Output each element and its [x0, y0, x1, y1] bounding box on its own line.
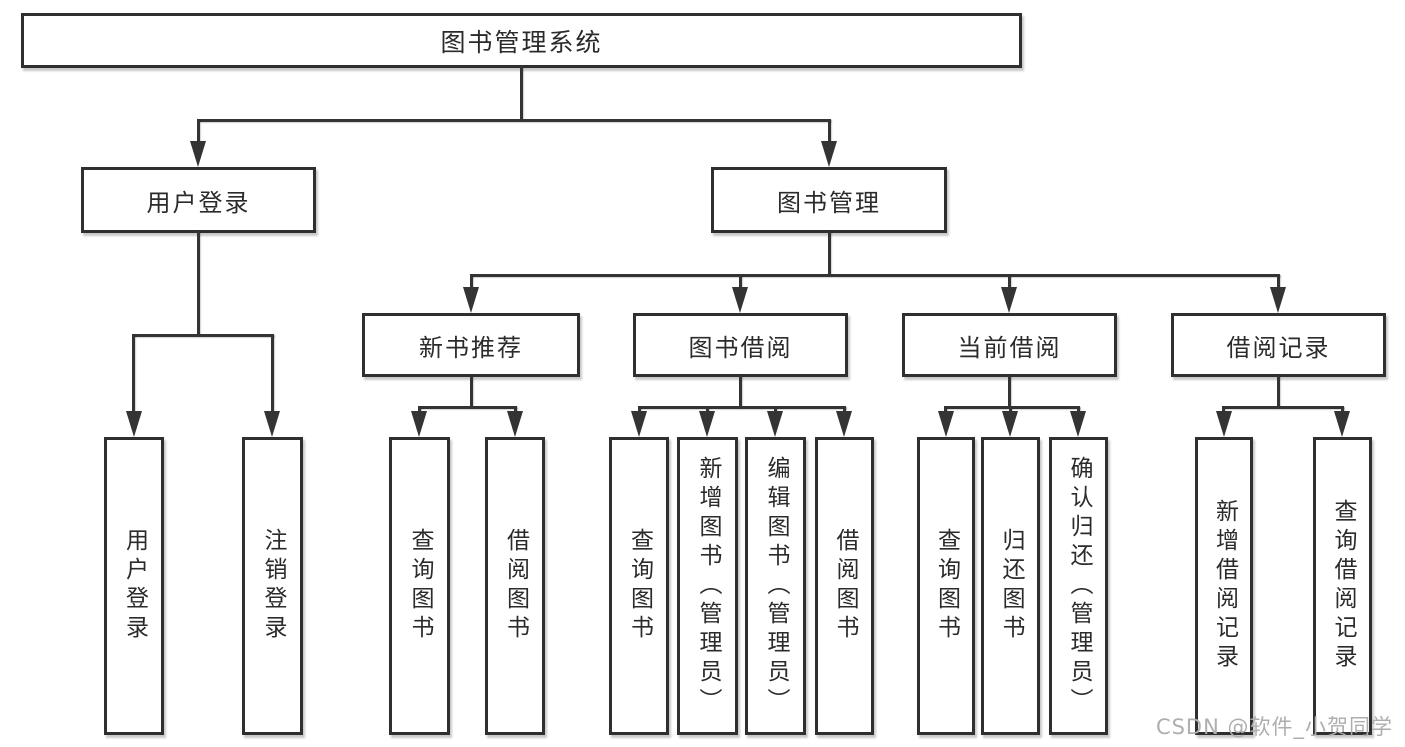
leaf-borrow-borrow-books-label: 借阅图书 [832, 528, 858, 644]
leaf-logout-label: 注销登录 [260, 528, 286, 644]
connector-line [1277, 375, 1280, 408]
connector-line [470, 274, 1280, 277]
leaf-borrow-edit-books-admin-label: 编辑图书（管理员） [763, 455, 789, 717]
node-root-label: 图书管理系统 [440, 27, 603, 57]
leaf-recommend-borrow-books: 借阅图书 [485, 437, 545, 735]
leaf-borrow-query-books: 查询图书 [609, 437, 669, 735]
leaf-current-confirm-return-admin-label: 确认归还（管理员） [1066, 455, 1092, 717]
node-book-management-label: 图书管理 [777, 188, 881, 217]
leaf-current-return-books: 归还图书 [981, 437, 1040, 735]
connector-line [1008, 274, 1011, 290]
arrow-down-icon [463, 287, 479, 313]
arrow-down-icon [1216, 411, 1232, 437]
arrow-down-icon [1001, 287, 1017, 313]
arrow-down-icon [507, 411, 523, 437]
connector-line [271, 334, 274, 413]
node-root: 图书管理系统 [21, 13, 1022, 68]
arrow-down-icon [190, 141, 206, 167]
leaf-records-query-record: 查询借阅记录 [1313, 437, 1372, 735]
node-borrowing-records: 借阅记录 [1171, 313, 1386, 377]
leaf-user-login-label: 用户登录 [121, 528, 148, 644]
arrow-down-icon [821, 141, 837, 167]
watermark: CSDN @软件_小贺同学 [1155, 715, 1393, 739]
connector-line [418, 406, 517, 409]
leaf-recommend-borrow-books-label: 借阅图书 [502, 528, 529, 644]
arrow-down-icon [631, 411, 647, 437]
arrow-down-icon [264, 411, 280, 437]
connector-line [197, 119, 831, 122]
connector-line [638, 406, 846, 409]
leaf-borrow-borrow-books: 借阅图书 [815, 437, 874, 735]
leaf-recommend-query-books: 查询图书 [389, 437, 450, 735]
connector-line [133, 334, 274, 337]
leaf-records-add-record: 新增借阅记录 [1195, 437, 1253, 735]
connector-line [132, 334, 135, 413]
arrow-down-icon [1070, 411, 1086, 437]
leaf-logout: 注销登录 [242, 437, 303, 735]
node-user-login: 用户登录 [81, 167, 316, 233]
connector-line [1008, 375, 1011, 408]
connector-line [197, 231, 200, 336]
node-current-borrowing: 当前借阅 [902, 313, 1117, 377]
leaf-user-login: 用户登录 [104, 437, 164, 735]
node-new-book-recommendation: 新书推荐 [362, 313, 580, 377]
leaf-borrow-add-books-admin-label: 新增图书（管理员） [695, 455, 721, 717]
arrow-down-icon [767, 411, 783, 437]
leaf-current-confirm-return-admin: 确认归还（管理员） [1049, 437, 1108, 735]
arrow-down-icon [938, 411, 954, 437]
node-book-borrowing-label: 图书借阅 [688, 333, 793, 362]
connector-line [1277, 274, 1280, 290]
arrow-down-icon [411, 411, 427, 437]
arrow-down-icon [732, 287, 748, 313]
connector-line [470, 274, 473, 290]
leaf-records-add-record-label: 新增借阅记录 [1211, 499, 1238, 673]
connector-line [828, 119, 831, 145]
connector-line [197, 119, 200, 145]
connector-line [828, 231, 831, 276]
connector-line [470, 375, 473, 408]
leaf-borrow-query-books-label: 查询图书 [626, 528, 653, 644]
connector-line [944, 406, 1080, 409]
node-user-login-label: 用户登录 [146, 188, 251, 217]
connector-line [739, 274, 742, 290]
leaf-recommend-query-books-label: 查询图书 [407, 528, 433, 644]
leaf-current-return-books-label: 归还图书 [998, 528, 1024, 644]
node-borrowing-records-label: 借阅记录 [1226, 333, 1331, 362]
leaf-records-query-record-label: 查询借阅记录 [1330, 499, 1356, 673]
arrow-down-icon [1270, 287, 1286, 313]
connector-line [1222, 406, 1344, 409]
connector-line [739, 375, 742, 408]
arrow-down-icon [699, 411, 715, 437]
leaf-current-query-books: 查询图书 [917, 437, 975, 735]
arrow-down-icon [1334, 411, 1350, 437]
node-current-borrowing-label: 当前借阅 [957, 333, 1062, 362]
leaf-current-query-books-label: 查询图书 [933, 528, 960, 644]
node-book-borrowing: 图书借阅 [633, 313, 848, 377]
connector-line [520, 66, 523, 120]
node-book-management: 图书管理 [711, 167, 947, 233]
arrow-down-icon [1002, 411, 1018, 437]
leaf-borrow-edit-books-admin: 编辑图书（管理员） [745, 437, 806, 735]
arrow-down-icon [836, 411, 852, 437]
node-new-book-recommendation-label: 新书推荐 [419, 333, 523, 362]
leaf-borrow-add-books-admin: 新增图书（管理员） [677, 437, 738, 735]
arrow-down-icon [126, 411, 142, 437]
